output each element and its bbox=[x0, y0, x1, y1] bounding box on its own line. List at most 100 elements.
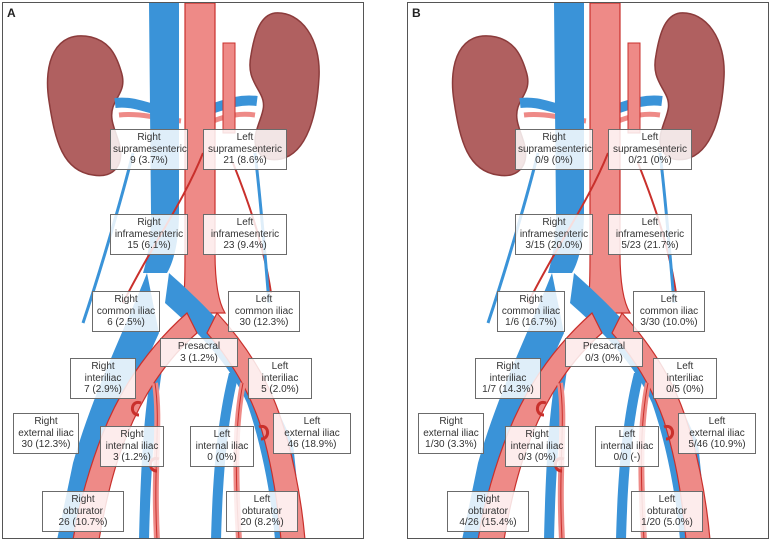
label-line1: Presacral bbox=[582, 341, 626, 352]
label-value: 4/26 (15.4%) bbox=[459, 517, 517, 528]
label-line2: supramesenteric bbox=[613, 143, 687, 155]
label-line1: Left bbox=[641, 132, 659, 143]
label-line1: Left bbox=[236, 217, 254, 228]
label-value: 21 (8.6%) bbox=[223, 155, 267, 166]
label-line1: Left bbox=[641, 217, 659, 228]
anatomy-illustration bbox=[46, 3, 320, 538]
label-line2: external iliac bbox=[18, 427, 74, 439]
label-line1: Left bbox=[255, 294, 273, 305]
label-line2: external iliac bbox=[284, 427, 340, 439]
label-value: 20 (8.2%) bbox=[240, 517, 284, 528]
label-line1: Right bbox=[476, 494, 500, 505]
label-value: 0/5 (0%) bbox=[666, 384, 704, 395]
label-line1: Left bbox=[676, 361, 694, 372]
label-line1: Right bbox=[525, 429, 549, 440]
label-line1: Right bbox=[137, 217, 161, 228]
label-line2: interiliac bbox=[261, 372, 299, 384]
label-value: 15 (6.1%) bbox=[127, 240, 171, 251]
label-value: 0/0 (-) bbox=[613, 452, 641, 463]
label-line1: Left bbox=[236, 132, 254, 143]
label-line1: Right bbox=[137, 132, 161, 143]
label-value: 0/21 (0%) bbox=[628, 155, 672, 166]
label-line1: Right bbox=[71, 494, 95, 505]
label-line2: inframesenteric bbox=[615, 228, 685, 240]
label-value: 3 (1.2%) bbox=[113, 452, 151, 463]
label-value: 26 (10.7%) bbox=[58, 517, 108, 528]
label-line1: Right bbox=[91, 361, 115, 372]
label-line1: Left bbox=[303, 416, 321, 427]
label-line1: Left bbox=[658, 494, 676, 505]
label-value: 9 (3.7%) bbox=[130, 155, 168, 166]
label-line1: Right bbox=[542, 132, 566, 143]
label-line2: interiliac bbox=[84, 372, 122, 384]
label-value: 7 (2.9%) bbox=[84, 384, 122, 395]
label-line1: Right bbox=[34, 416, 58, 427]
label-line2: supramesenteric bbox=[518, 143, 592, 155]
label-line2: inframesenteric bbox=[519, 228, 589, 240]
label-line2: internal iliac bbox=[600, 440, 654, 452]
label-value: 5/23 (21.7%) bbox=[621, 240, 679, 251]
label-line2: common iliac bbox=[96, 305, 156, 317]
label-value: 46 (18.9%) bbox=[287, 439, 337, 450]
label-value: 5 (2.0%) bbox=[261, 384, 299, 395]
label-line2: inframesenteric bbox=[114, 228, 184, 240]
panel-letter: A bbox=[7, 6, 16, 20]
label-line2: internal iliac bbox=[105, 440, 159, 452]
label-value: 1/7 (14.3%) bbox=[482, 384, 534, 395]
label-value: 3/30 (10.0%) bbox=[640, 317, 698, 328]
label-value: 6 (2.5%) bbox=[107, 317, 145, 328]
label-line1: Left bbox=[253, 494, 271, 505]
label-line2: inframesenteric bbox=[210, 228, 280, 240]
label-value: 0 (0%) bbox=[207, 452, 237, 463]
label-line2: obturator bbox=[241, 505, 283, 517]
label-line2: obturator bbox=[62, 505, 104, 517]
label-line2: common iliac bbox=[639, 305, 699, 317]
label-line1: Right bbox=[439, 416, 463, 427]
label-line2: common iliac bbox=[234, 305, 294, 317]
label-line1: Left bbox=[660, 294, 678, 305]
label-line2: obturator bbox=[646, 505, 688, 517]
label-value: 0/3 (0%) bbox=[585, 352, 623, 364]
label-line2: internal iliac bbox=[195, 440, 249, 452]
label-value: 5/46 (10.9%) bbox=[688, 439, 746, 450]
label-line2: interiliac bbox=[489, 372, 527, 384]
label-line1: Left bbox=[708, 416, 726, 427]
label-value: 1/6 (16.7%) bbox=[505, 317, 557, 328]
panel-letter: B bbox=[412, 6, 421, 20]
label-line1: Left bbox=[213, 429, 231, 440]
label-value: 3/15 (20.0%) bbox=[525, 240, 583, 251]
label-line1: Right bbox=[114, 294, 138, 305]
label-line2: external iliac bbox=[689, 427, 745, 439]
label-line1: Right bbox=[519, 294, 543, 305]
label-line1: Left bbox=[618, 429, 636, 440]
